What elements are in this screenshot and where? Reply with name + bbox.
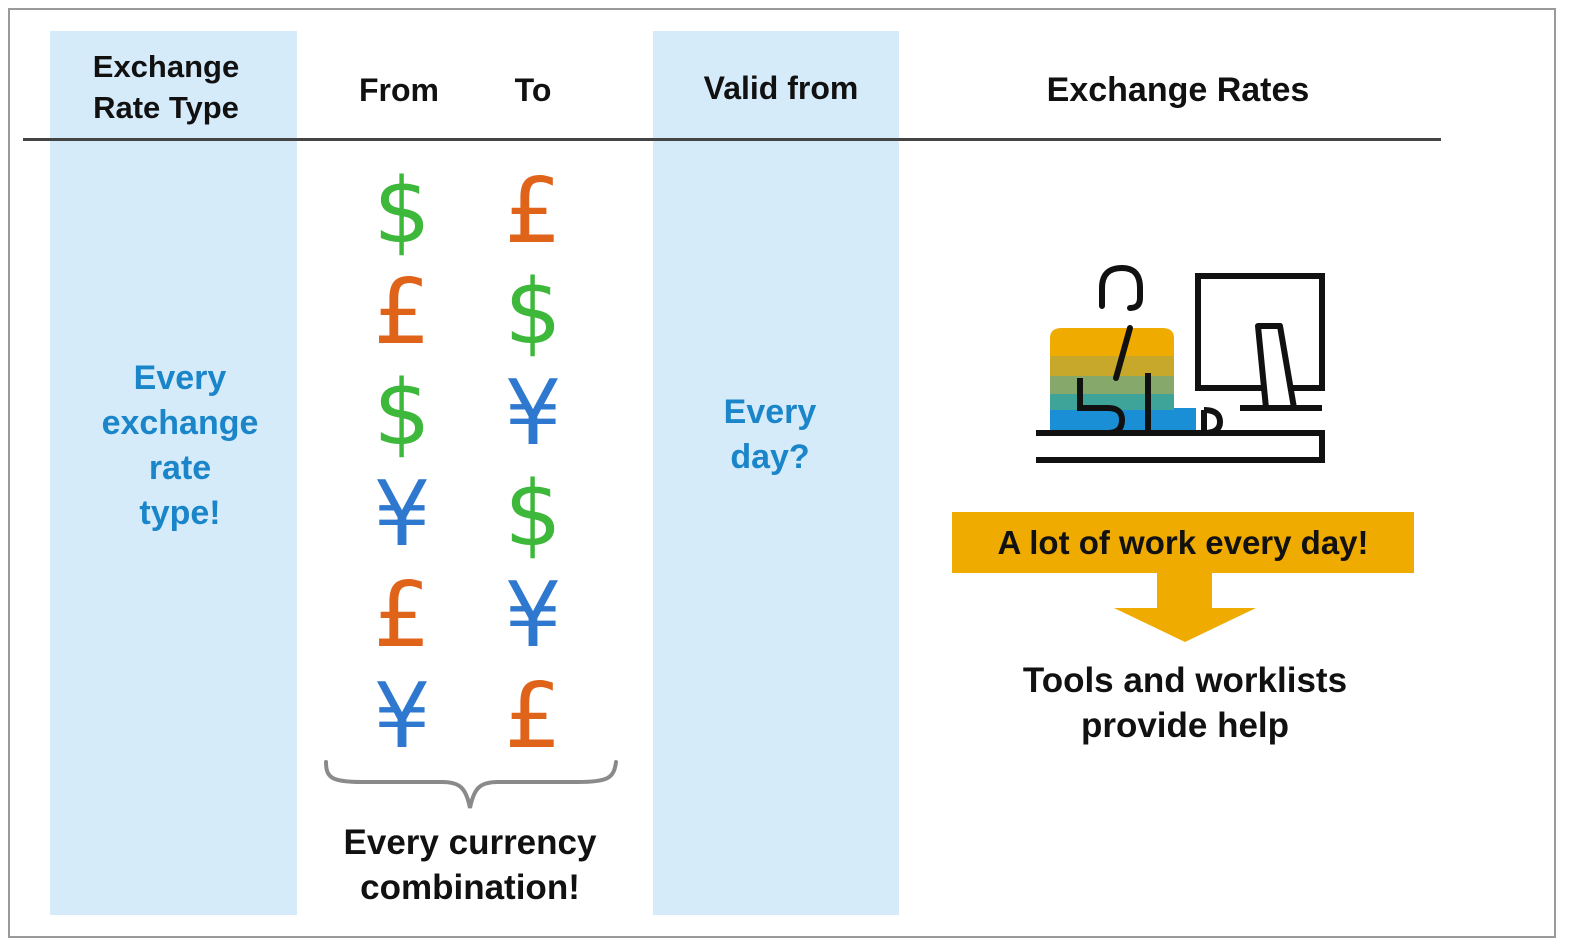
from-currency-pound-icon: £: [373, 260, 431, 365]
from-currency-yen-icon: ¥: [373, 664, 431, 769]
to-currency-dollar-icon: $: [504, 260, 562, 365]
from-currency-pound-icon: £: [373, 563, 431, 668]
header-exchange-rate-type-label: Exchange Rate Type: [92, 49, 240, 125]
header-from: From: [359, 72, 439, 108]
to-currency-dollar-icon: $: [504, 462, 562, 567]
to-currency-pound-icon: £: [504, 159, 562, 264]
from-currency-yen-icon: ¥: [373, 462, 431, 567]
exchange-rate-type-band: [50, 31, 297, 915]
from-currency-dollar-icon: $: [373, 159, 431, 264]
tools-and-worklists-caption: Tools and worklists provide help: [1022, 661, 1348, 745]
valid-from-band: [653, 31, 899, 915]
person-at-computer-icon: [1036, 264, 1325, 463]
header-valid-from: Valid from: [703, 70, 859, 106]
header-exchange-rate-type: Exchange Rate Type: [50, 46, 282, 128]
from-currency-dollar-icon: $: [373, 361, 431, 466]
every-day-note: Every day?: [723, 393, 817, 476]
to-currency-pound-icon: £: [504, 664, 562, 769]
a-lot-of-work-banner: A lot of work every day!: [952, 512, 1414, 573]
header-exchange-rates: Exchange Rates: [1046, 71, 1310, 109]
down-arrow-icon: [1114, 572, 1256, 642]
to-currency-yen-icon: ¥: [504, 361, 562, 466]
header-to: To: [514, 72, 552, 108]
header-divider: [23, 138, 1441, 141]
every-exchange-rate-type-note: Every exchange rate type!: [101, 359, 259, 532]
curly-brace-icon: [324, 760, 618, 809]
every-currency-combination-caption: Every currency combination!: [343, 823, 597, 907]
to-currency-yen-icon: ¥: [504, 563, 562, 668]
